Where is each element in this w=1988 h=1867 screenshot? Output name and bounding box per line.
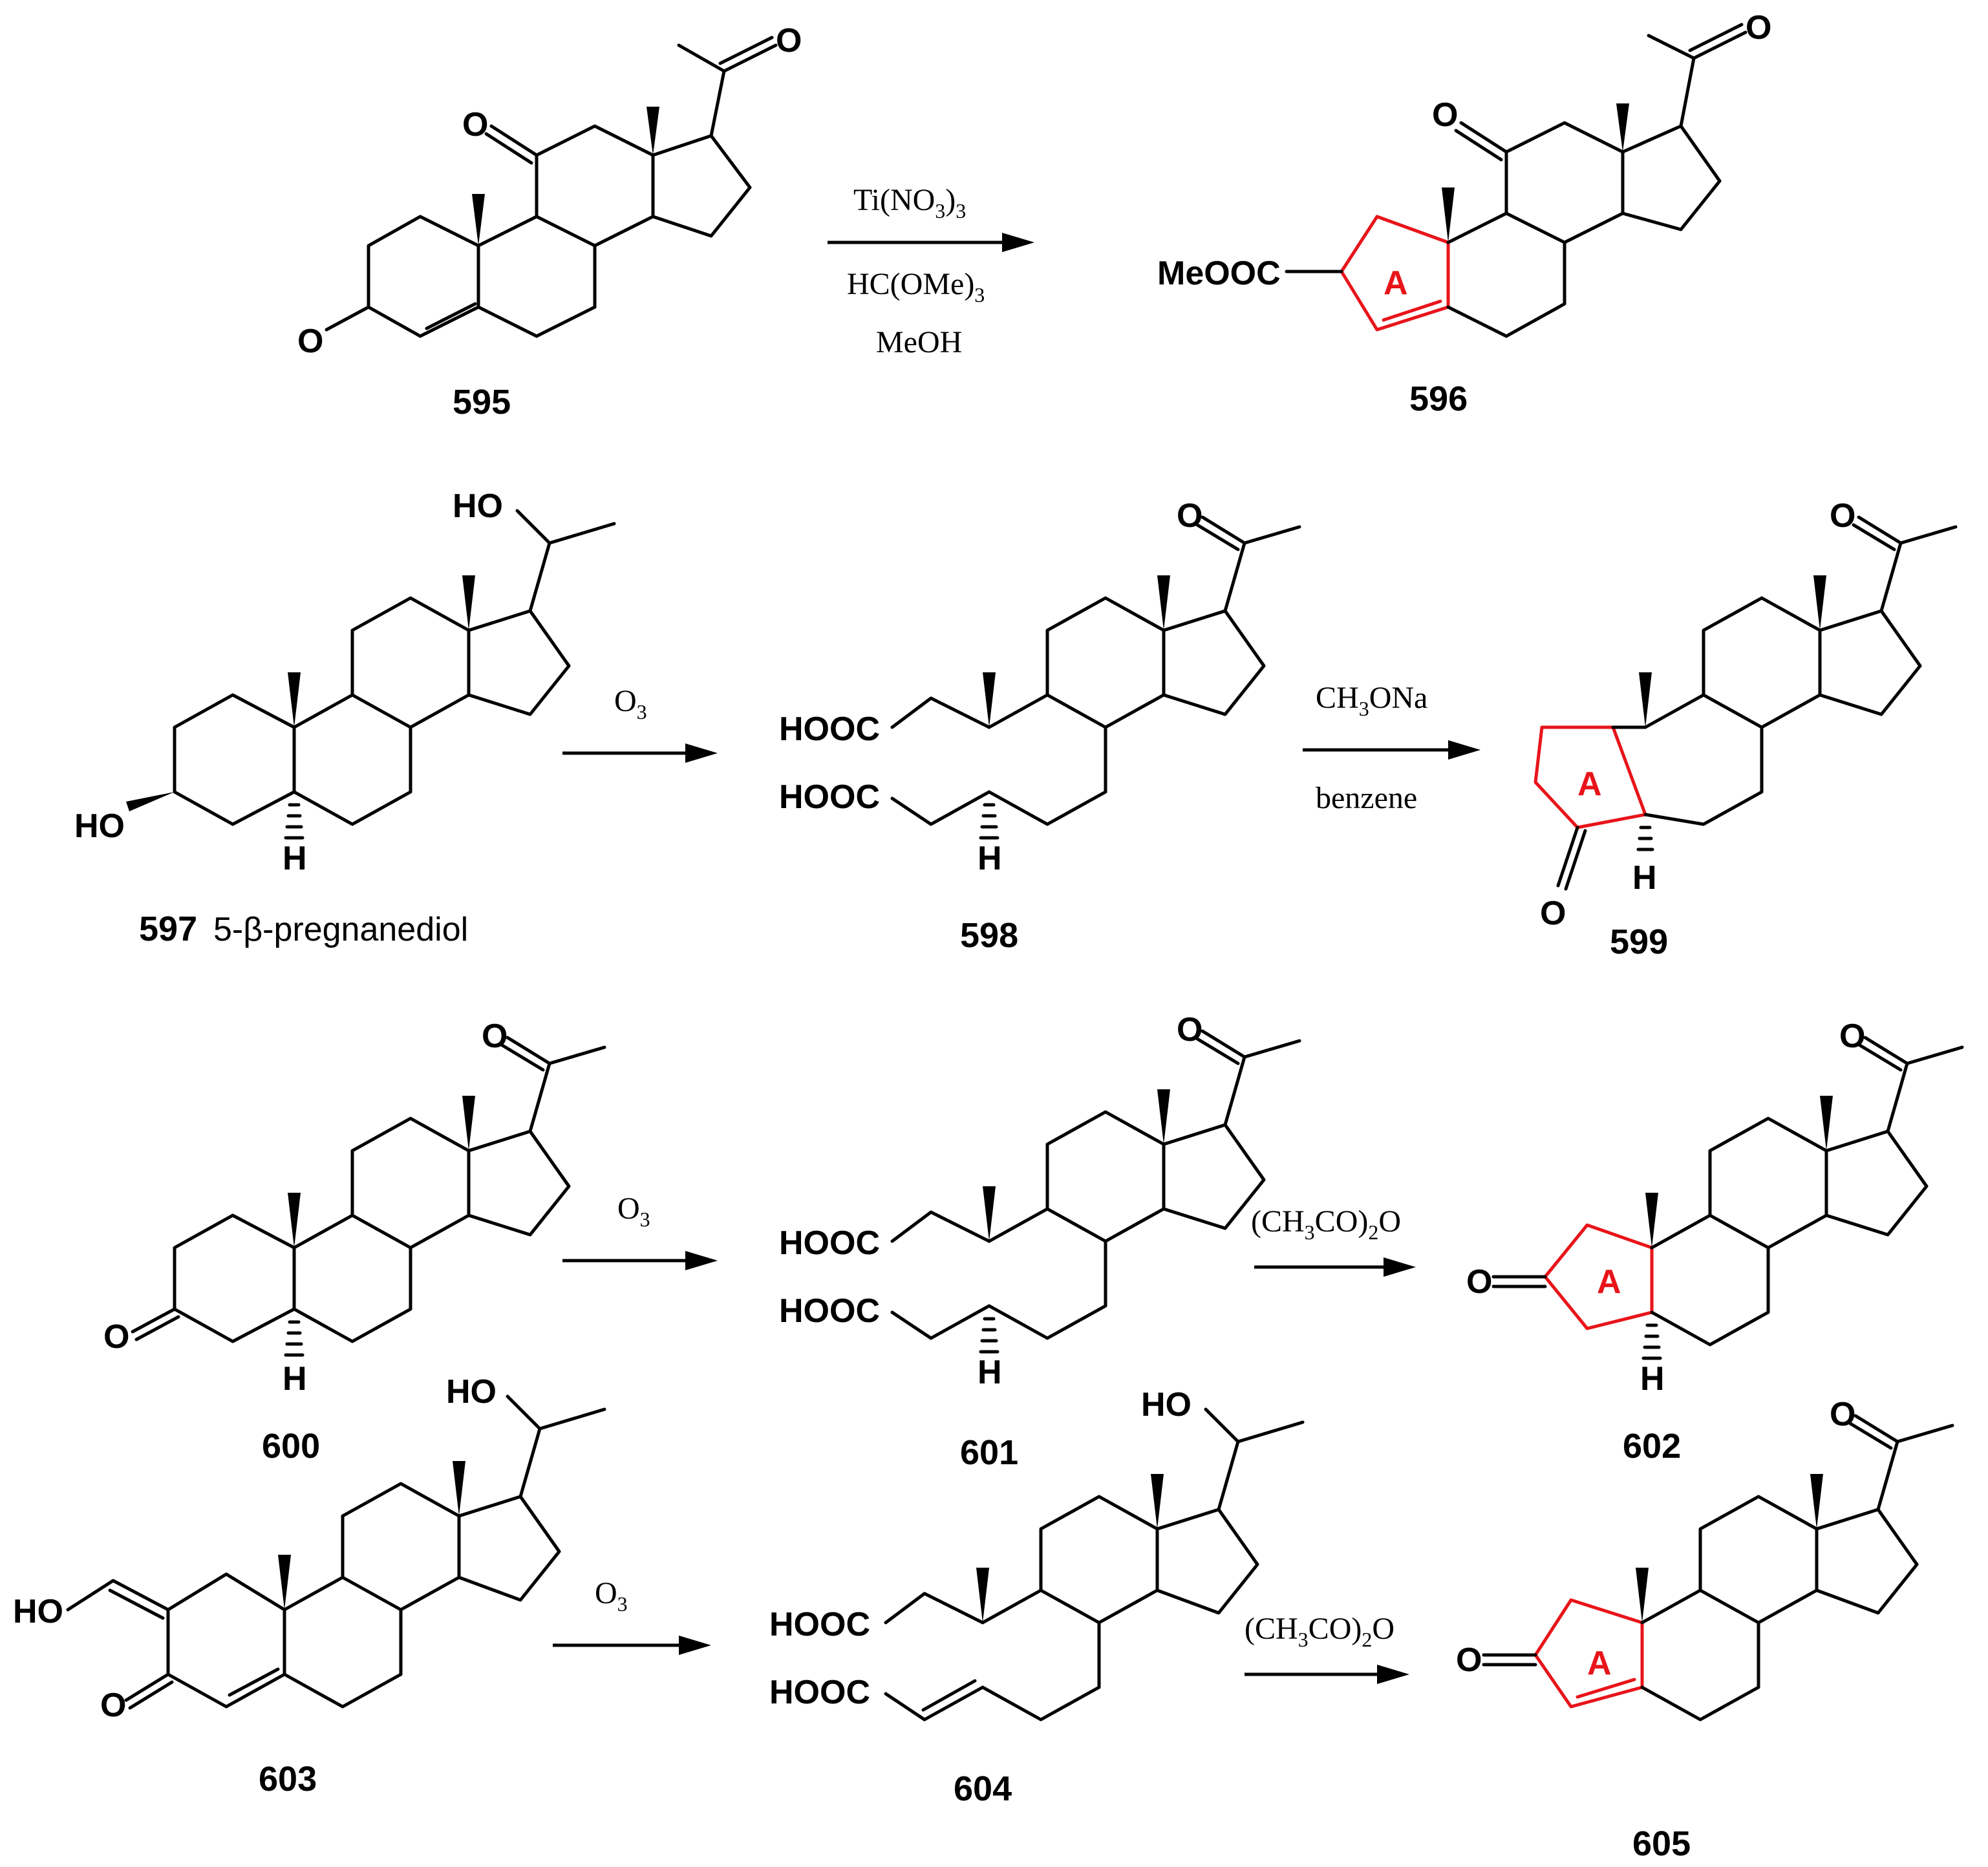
ketone-oxygen-label: O [100,1687,126,1724]
compound-label-598: 598 [960,916,1018,955]
reagent-label: Ti(NO3)3 [853,183,966,222]
acid-group-label: HOOC [779,1292,880,1330]
compound-label-596: 596 [1409,379,1468,418]
compound-599-structure [1534,515,1958,891]
reagent-label: MeOH [876,325,962,359]
compound-596-structure [1285,23,1748,338]
compound-label-601: 601 [960,1433,1018,1472]
acetyl-oxygen-label: O [776,22,802,59]
acetyl-oxygen-label: O [1177,1011,1202,1049]
ring-a-label: A [1384,264,1408,302]
acid-group-label: HOOC [769,1674,870,1711]
compound-595-structure [325,36,778,338]
compound-598-structure [890,515,1301,840]
hydrogen-label: H [978,1354,1002,1391]
compound-597-structure [126,509,616,840]
reagent-label: HC(OMe)3 [847,267,985,306]
ketone-oxygen-label: O [1466,1263,1492,1301]
ketone-oxygen-label: O [297,323,323,360]
acid-group-label: HOOC [769,1606,870,1643]
ketone-oxygen-label: O [103,1318,129,1356]
acid-group-label: HOOC [779,710,880,748]
hydrogen-label: H [283,840,307,877]
acetyl-oxygen-label: O [1830,497,1855,535]
acid-group-label: HOOC [779,778,880,816]
acetyl-oxygen-label: O [482,1018,508,1055]
reaction-arrow-600-601 [562,1251,718,1270]
ketone-oxygen-label: O [1456,1641,1482,1679]
reagent-label: O3 [614,684,647,723]
ketone-oxygen-label: O [1540,895,1566,932]
reaction-arrow-595-596 [828,233,1034,252]
compound-label-603: 603 [259,1760,317,1798]
hydroxyl-label: HO [446,1373,497,1411]
ring-a-label: A [1577,765,1602,803]
reagent-label: O3 [595,1576,628,1616]
hydroxyl-label: HO [74,807,125,845]
reagent-label: CH3ONa [1316,681,1427,720]
acid-group-label: HOOC [779,1224,880,1262]
compound-label-599: 599 [1610,923,1668,961]
hydrogen-label: H [283,1360,307,1398]
ring-a-label: A [1587,1645,1612,1682]
reagent-label: (CH3CO)2O [1251,1204,1401,1244]
reagent-label: O3 [617,1191,650,1231]
compound-label-602: 602 [1623,1427,1681,1466]
reagent-label: benzene [1316,781,1417,815]
hydroxyl-label: HO [1141,1386,1192,1424]
compound-label-597: 597 [139,910,197,948]
hydroxyl-label: HO [13,1593,63,1630]
ring-a-label: A [1597,1263,1621,1301]
compound-604-structure [884,1407,1305,1722]
ketone-oxygen-label: O [462,106,488,144]
compound-label-604: 604 [954,1769,1012,1808]
compound-name-597: 5-β-pregnanediol [213,911,468,948]
ester-group-label: MeOOC [1157,255,1281,292]
reaction-arrow-604-605 [1245,1665,1409,1684]
compound-603-structure [66,1394,606,1710]
hydroxyl-label: HO [453,487,503,525]
compound-label-605: 605 [1632,1824,1691,1863]
acetyl-oxygen-label: O [1839,1018,1865,1055]
acetyl-oxygen-label: O [1746,9,1771,47]
ketone-oxygen-label: O [1432,96,1458,134]
reaction-arrow-598-599 [1303,740,1480,760]
compound-600-structure [131,1036,606,1357]
compound-601-structure [890,1029,1301,1354]
acetyl-oxygen-label: O [1830,1396,1855,1433]
compound-label-600: 600 [262,1427,320,1466]
compound-605-structure [1482,1414,1954,1722]
hydrogen-label: H [1632,859,1657,897]
reagent-label: (CH3CO)2O [1245,1612,1395,1651]
compound-label-595: 595 [453,383,511,421]
reaction-arrow-597-598 [562,743,718,763]
compound-602-structure [1491,1036,1964,1360]
reaction-arrow-601-602 [1254,1257,1416,1277]
acetyl-oxygen-label: O [1177,497,1202,535]
hydrogen-label: H [978,840,1002,877]
hydrogen-label: H [1640,1360,1665,1398]
reaction-arrow-603-604 [553,1636,711,1655]
